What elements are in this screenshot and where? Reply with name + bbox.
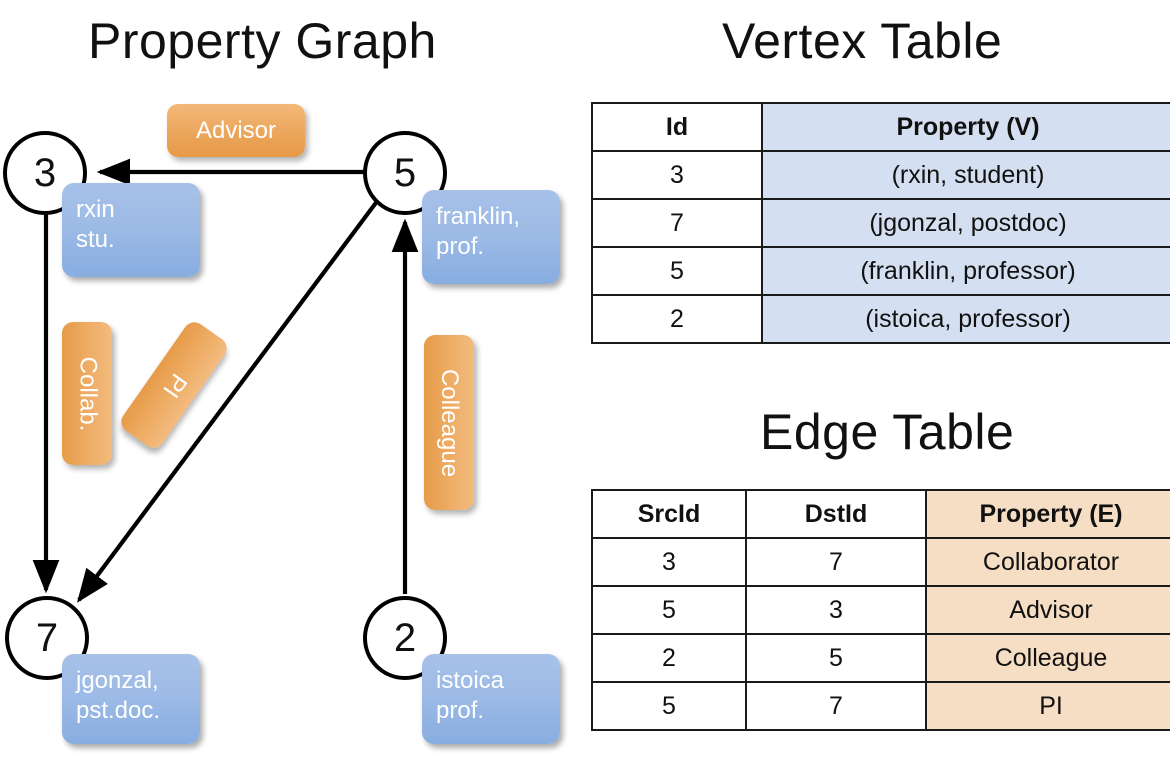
cell-id: 7 [591, 198, 763, 248]
edge-label-colleague-text: Colleague [436, 368, 463, 477]
table-row: 3 (rxin, student) [591, 150, 1170, 200]
edge-line-5-to-7 [76, 198, 380, 603]
table-header-row: SrcId DstId Property (E) [591, 489, 1170, 539]
vertex-property-line2: stu. [76, 226, 115, 253]
page-title-vertex-table: Vertex Table [722, 13, 1003, 69]
vertex-property-box-2: istoica prof. [422, 654, 560, 744]
edge-label-pi-text: PI [156, 368, 192, 403]
table-row: 5 3 Advisor [591, 585, 1170, 635]
cell-property: Colleague [925, 633, 1170, 683]
cell-id: 2 [591, 294, 763, 344]
column-header-property-v: Property (V) [761, 102, 1170, 152]
cell-property: (jgonzal, postdoc) [761, 198, 1170, 248]
cell-id: 5 [591, 246, 763, 296]
vertex-property-line2: pst.doc. [76, 697, 161, 724]
table-row: 3 7 Collaborator [591, 537, 1170, 587]
cell-srcid: 3 [591, 537, 747, 587]
vertex-node-2[interactable]: 2 [363, 596, 447, 680]
table-header-row: Id Property (V) [591, 102, 1170, 152]
page-title-property-graph: Property Graph [88, 13, 437, 69]
cell-dstid: 3 [745, 585, 927, 635]
edge-label-colleague: Colleague [424, 335, 474, 510]
cell-property: (istoica, professor) [761, 294, 1170, 344]
table-row: 5 (franklin, professor) [591, 246, 1170, 296]
vertex-node-5[interactable]: 5 [363, 131, 447, 215]
property-graph-diagram: 3 5 7 2 rxin stu. franklin, prof. jgonza… [0, 0, 580, 760]
vertex-property-line2: prof. [436, 233, 485, 260]
cell-srcid: 2 [591, 633, 747, 683]
column-header-srcid: SrcId [591, 489, 747, 539]
vertex-property-line2: prof. [436, 697, 485, 724]
vertex-property-line1: istoica [436, 667, 505, 694]
column-header-dstid: DstId [745, 489, 927, 539]
vertex-property-box-3: rxin stu. [62, 183, 200, 277]
cell-dstid: 5 [745, 633, 927, 683]
cell-property: (franklin, professor) [761, 246, 1170, 296]
cell-property: (rxin, student) [761, 150, 1170, 200]
vertex-property-line1: jgonzal, [76, 667, 159, 694]
vertex-table: Id Property (V) 3 (rxin, student) 7 (jgo… [591, 102, 1170, 344]
table-row: 2 5 Colleague [591, 633, 1170, 683]
edge-table: SrcId DstId Property (E) 3 7 Collaborato… [591, 489, 1170, 731]
column-header-id: Id [591, 102, 763, 152]
graph-edges-svg [32, 158, 419, 603]
vertex-property-line1: rxin [76, 196, 115, 223]
page-title-edge-table: Edge Table [760, 404, 1015, 460]
table-row: 5 7 PI [591, 681, 1170, 731]
table-row: 2 (istoica, professor) [591, 294, 1170, 344]
edge-label-collab-text: Collab. [74, 356, 101, 431]
cell-property: Collaborator [925, 537, 1170, 587]
edge-label-advisor: Advisor [167, 104, 305, 157]
cell-dstid: 7 [745, 537, 927, 587]
cell-property: Advisor [925, 585, 1170, 635]
edge-label-collab: Collab. [62, 322, 112, 465]
cell-id: 3 [591, 150, 763, 200]
cell-srcid: 5 [591, 585, 747, 635]
table-row: 7 (jgonzal, postdoc) [591, 198, 1170, 248]
cell-property: PI [925, 681, 1170, 731]
vertex-property-line1: franklin, [436, 203, 521, 230]
cell-srcid: 5 [591, 681, 747, 731]
vertex-property-box-7: jgonzal, pst.doc. [62, 654, 200, 744]
cell-dstid: 7 [745, 681, 927, 731]
column-header-property-e: Property (E) [925, 489, 1170, 539]
vertex-property-box-5: franklin, prof. [422, 190, 560, 284]
